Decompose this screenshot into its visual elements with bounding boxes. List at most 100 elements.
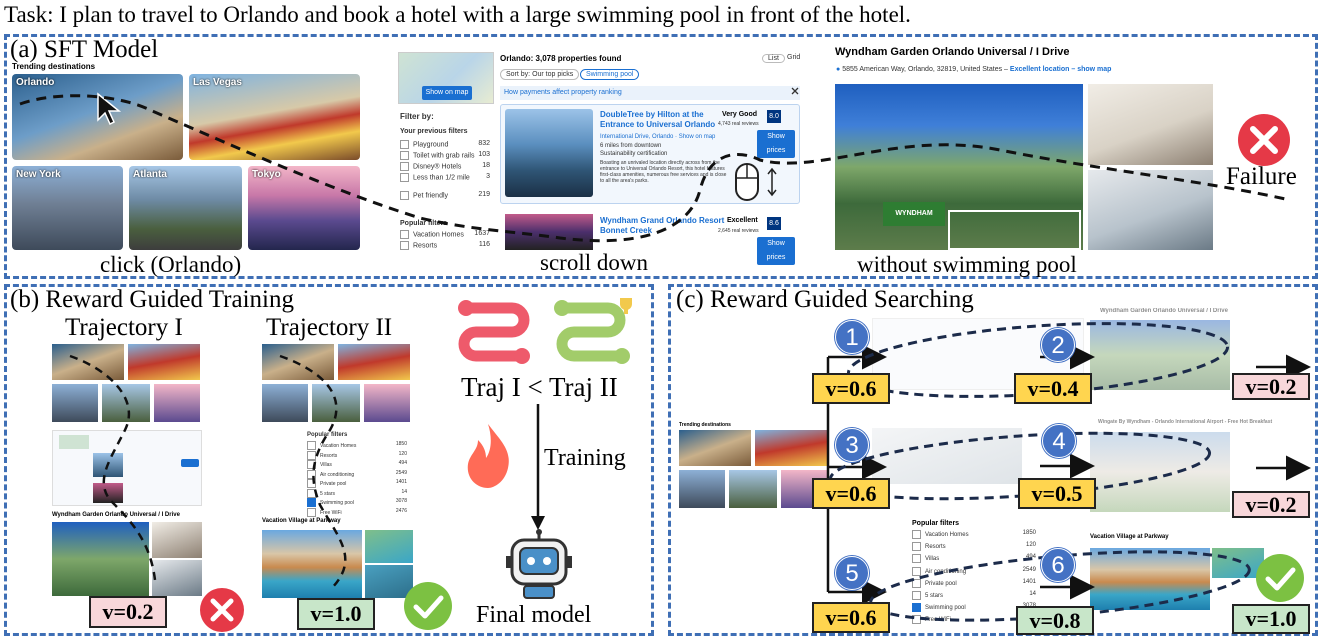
bathroom-photo[interactable]	[1088, 170, 1213, 250]
list-toggle[interactable]: List	[762, 54, 785, 63]
final-hotel-title: Vacation Village at Parkway	[1090, 534, 1169, 540]
traj2-popular-label: Popular filters	[307, 432, 348, 438]
payments-banner[interactable]: How payments affect property ranking	[500, 86, 800, 100]
panel-c-title: (c) Reward Guided Searching	[676, 286, 974, 313]
traj1-step2-screen	[52, 430, 202, 506]
grid-toggle[interactable]: Grid	[787, 54, 801, 61]
success-check-icon	[404, 582, 452, 630]
step-node-3: 3	[835, 428, 869, 462]
room-photo[interactable]	[1088, 84, 1213, 165]
value-step4-next: v=0.2	[1232, 491, 1310, 518]
score-badge: 8.6	[767, 217, 781, 230]
mouse-pointer-icon	[97, 92, 122, 126]
traj1-bath-photo	[152, 560, 202, 596]
task-text: Task: I plan to travel to Orlando and bo…	[4, 2, 911, 27]
results-heading: Orlando: 3,078 properties found	[500, 54, 622, 63]
trending-label: Trending destinations	[12, 62, 96, 71]
close-icon[interactable]	[790, 86, 800, 96]
final-pool-photo	[1090, 548, 1210, 610]
traj2-value-badge: v=1.0	[297, 598, 375, 630]
previous-filters-label: Your previous filters	[400, 128, 468, 135]
value-step1: v=0.6	[812, 373, 890, 404]
show-on-map-button[interactable]: Show on map	[422, 86, 472, 100]
hotel-title: Wyndham Garden Orlando Universal / I Dri…	[835, 46, 1070, 58]
branch-photo-a	[1090, 320, 1230, 390]
caption-click: click (Orlando)	[100, 252, 242, 277]
value-step2-next: v=0.2	[1232, 373, 1310, 400]
show-prices-button[interactable]: Show prices	[757, 130, 795, 158]
trajectory-1-label: Trajectory I	[65, 314, 183, 341]
panel-reward-guided-training	[4, 284, 654, 636]
hotel-desc: Boasting an unrivaled location directly …	[600, 160, 727, 184]
traj2-side-photo	[365, 530, 413, 563]
review-count: 4,743 real reviews	[718, 121, 759, 127]
hotel-address: ● 5855 American Way, Orlando, 32819, Uni…	[836, 66, 1112, 73]
panel-c-popular-label: Popular filters	[912, 520, 960, 527]
robot-icon	[506, 529, 572, 599]
pool-area-highlight	[948, 210, 1081, 250]
filter-by-label: Filter by:	[400, 112, 434, 121]
panel-sft-model	[4, 34, 1318, 279]
traj2-step1-screen	[262, 344, 412, 424]
city-label: Atlanta	[133, 169, 167, 180]
trajectory-green-trophy-icon	[554, 298, 632, 364]
city-label: Orlando	[16, 77, 55, 88]
trajectory-red-icon	[458, 300, 530, 364]
hotel-cert: Sustainability certification	[600, 151, 668, 157]
traj1-step3-photo	[52, 522, 149, 596]
city-label: Las Vegas	[193, 77, 242, 88]
rating-word: Very Good	[722, 111, 758, 118]
training-label: Training	[544, 445, 626, 471]
traj1-hotel-title: Wyndham Garden Orlando Universal / I Dri…	[52, 512, 180, 518]
training-arrow	[531, 404, 545, 530]
traj1-step1-screen	[52, 344, 202, 424]
city-label: New York	[16, 169, 61, 180]
city-tile-atlanta[interactable]: Atlanta	[129, 166, 242, 250]
show-prices-button[interactable]: Show prices	[757, 237, 795, 265]
branch-hotel-b: Wingate By Wyndham - Orlando Internation…	[1098, 419, 1273, 425]
trajectory-comparison: Traj I < Traj II	[461, 372, 618, 402]
fail-x-icon	[200, 588, 244, 632]
hotel-meta[interactable]: International Drive, Orlando · Show on m…	[600, 134, 716, 140]
hotel-photo[interactable]	[505, 214, 593, 250]
city-tile-new-york[interactable]: New York	[12, 166, 123, 250]
value-step3: v=0.6	[812, 478, 890, 509]
step-node-1: 1	[835, 320, 869, 354]
hotel-sign: WYNDHAM	[883, 202, 945, 226]
traj1-value-badge: v=0.2	[89, 596, 167, 628]
value-step6: v=0.8	[1016, 606, 1094, 635]
value-final: v=1.0	[1232, 604, 1310, 634]
trajectory-2-label: Trajectory II	[266, 314, 393, 341]
final-model-label: Final model	[476, 602, 592, 628]
sort-dropdown[interactable]: Sort by: Our top picks	[500, 69, 580, 80]
step-node-2: 2	[1041, 328, 1075, 362]
city-label: Tokyo	[252, 169, 281, 180]
panel-a-title: (a) SFT Model	[10, 36, 159, 63]
rating-word: Excellent	[727, 217, 758, 224]
caption-no-pool: without swimming pool	[857, 252, 1077, 277]
branch-photo-b	[1090, 432, 1230, 512]
score-badge: 8.0	[767, 110, 781, 123]
city-tile-tokyo[interactable]: Tokyo	[248, 166, 360, 250]
popular-filters-label: Popular filters	[400, 220, 448, 227]
traj2-hotel-title: Vacation Village at Parkway	[262, 518, 341, 524]
caption-scroll: scroll down	[540, 250, 648, 275]
hotel-photo[interactable]	[505, 109, 593, 197]
step-node-6: 6	[1041, 548, 1075, 582]
hotel-name-link[interactable]: DoubleTree by Hilton at the Entrance to …	[600, 110, 716, 129]
review-count: 2,645 real reviews	[718, 228, 759, 234]
panel-b-title: (b) Reward Guided Training	[10, 286, 294, 313]
start-screen	[679, 430, 827, 510]
swimming-pool-chip[interactable]: Swimming pool	[580, 69, 640, 80]
fire-icon	[467, 424, 509, 488]
step-node-4: 4	[1042, 424, 1076, 458]
traj1-room-photo	[152, 522, 202, 558]
value-step5: v=0.6	[812, 602, 890, 633]
value-step2: v=0.4	[1014, 373, 1092, 404]
failure-label: Failure	[1226, 163, 1297, 190]
branch-hotel-a: Wyndham Garden Orlando Universal / I Dri…	[1100, 308, 1228, 314]
city-tile-las-vegas[interactable]: Las Vegas	[189, 74, 360, 160]
failure-x-icon	[1238, 114, 1290, 166]
